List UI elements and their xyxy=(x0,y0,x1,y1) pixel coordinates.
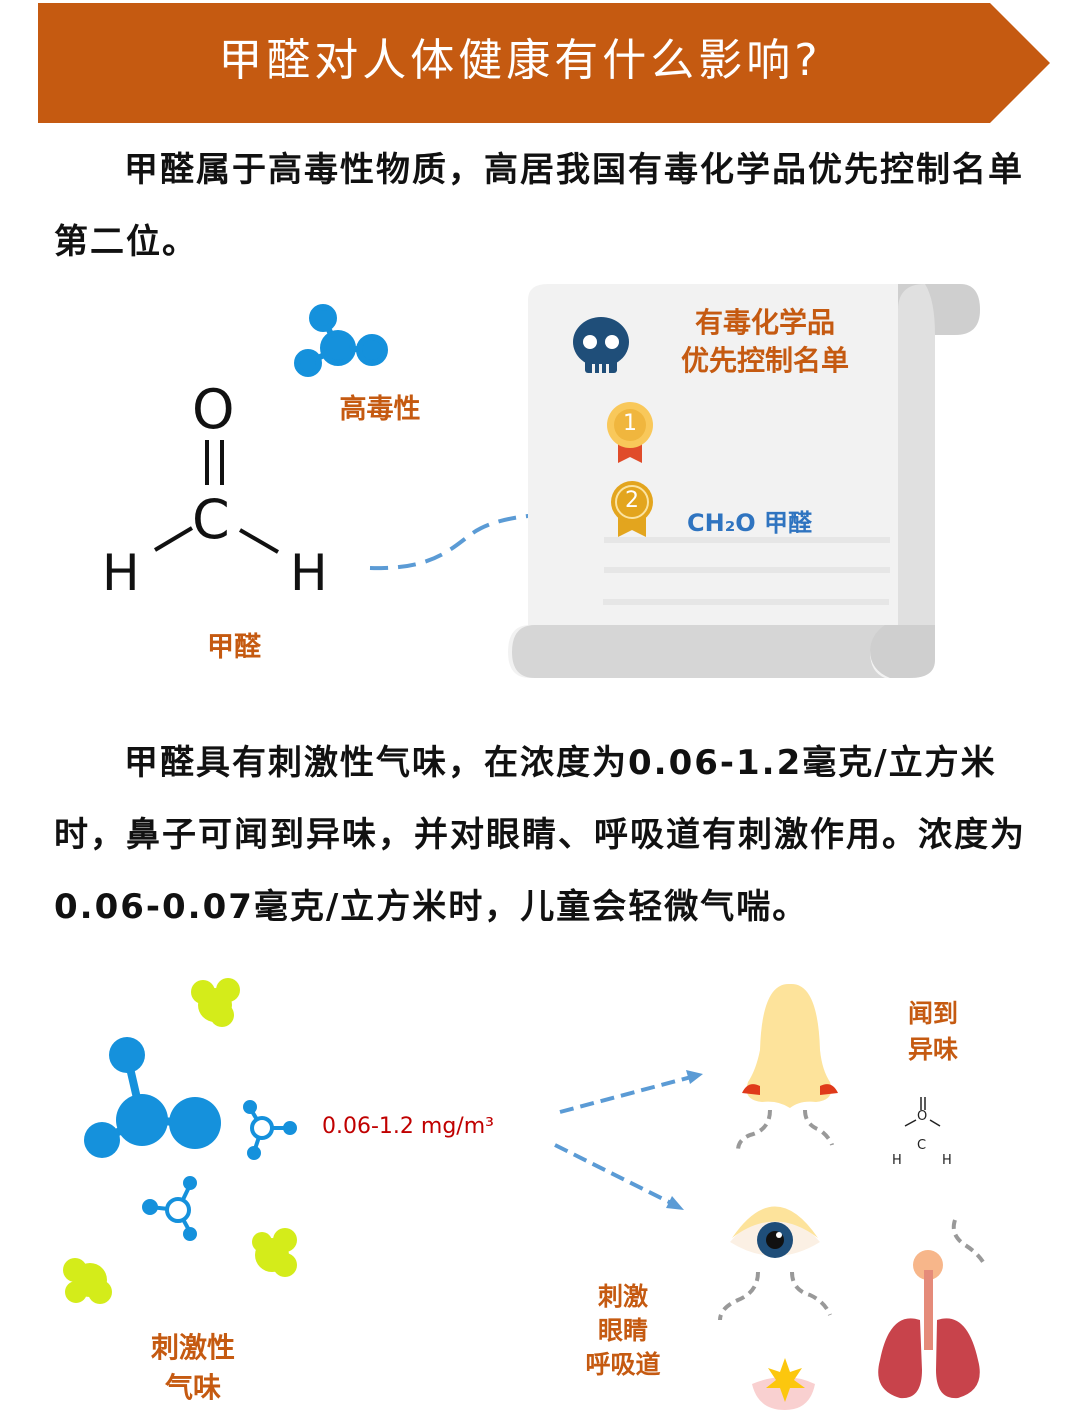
smell-label: 闻到 异味 xyxy=(893,996,973,1068)
dashed-arrow-icon xyxy=(369,512,561,571)
scroll-entry: CH₂O 甲醛 xyxy=(687,509,812,537)
scroll-title-line2: 优先控制名单 xyxy=(680,344,849,377)
effects-paragraph: 甲醛具有刺激性气味，在浓度为0.06-1.2毫克/立方米时，鼻子可闻到异味，并对… xyxy=(54,727,1064,943)
irritant-label-line1: 刺激性 xyxy=(150,1331,235,1364)
page-title: 甲醛对人体健康有什么影响? xyxy=(218,35,822,86)
rank-2: 2 xyxy=(625,488,639,513)
dashed-arrow-icon xyxy=(559,1074,696,1114)
mini-atom-h-left: H xyxy=(892,1153,902,1168)
skull-icon xyxy=(573,317,629,373)
silver-medal-icon xyxy=(611,481,653,537)
scroll-title-line1: 有毒化学品 xyxy=(694,306,835,339)
gold-medal-icon xyxy=(607,402,653,463)
concentration-label: 0.06-1.2 mg/m³ xyxy=(322,1114,494,1139)
large-molecule-icon xyxy=(84,1037,221,1158)
dashed-arrow-icon xyxy=(554,1143,676,1207)
nose-icon xyxy=(736,983,838,1151)
intro-paragraph: 甲醛属于高毒性物质，高居我国有毒化学品优先控制名单第二位。 xyxy=(54,134,1044,278)
effects-text: 甲醛具有刺激性气味，在浓度为0.06-1.2毫克/立方米时，鼻子可闻到异味，并对… xyxy=(54,743,1026,927)
mini-atom-o: O xyxy=(917,1109,928,1124)
rank-1: 1 xyxy=(623,411,637,436)
irritation-label-line3: 呼吸道 xyxy=(585,1350,661,1379)
title-banner xyxy=(38,3,1050,123)
scroll-icon xyxy=(508,284,980,678)
irritation-label-line1: 刺激 xyxy=(597,1282,648,1311)
atom-c: C xyxy=(192,488,230,551)
scroll-title: 有毒化学品 优先控制名单 xyxy=(650,304,880,380)
mini-atom-c: C xyxy=(917,1138,927,1153)
irritation-label: 刺激 眼睛 呼吸道 xyxy=(573,1280,673,1382)
atom-h-right: H xyxy=(290,544,328,602)
small-molecule-icon xyxy=(142,1176,197,1241)
smell-label-line1: 闻到 xyxy=(907,999,958,1028)
irritation-label-line2: 眼睛 xyxy=(597,1316,648,1345)
effects-illustration xyxy=(63,978,987,1410)
irritant-label-line2: 气味 xyxy=(164,1371,221,1404)
formaldehyde-mini-icon xyxy=(904,1097,941,1127)
toxicity-illustration xyxy=(153,284,980,678)
irritant-smell-label: 刺激性 气味 xyxy=(133,1328,253,1408)
smell-cloud-icon xyxy=(63,978,297,1304)
formaldehyde-structure-icon xyxy=(153,440,280,554)
molecule-icon xyxy=(294,304,388,377)
intro-text: 甲醛属于高毒性物质，高居我国有毒化学品优先控制名单第二位。 xyxy=(54,150,1024,262)
smell-label-line2: 异味 xyxy=(907,1035,958,1064)
throat-irritation-icon xyxy=(752,1358,815,1410)
toxicity-label: 高毒性 xyxy=(339,394,421,425)
lungs-icon xyxy=(878,1219,987,1399)
atom-h-left: H xyxy=(102,544,140,602)
atom-o: O xyxy=(192,378,235,441)
small-molecule-icon xyxy=(243,1100,297,1160)
formaldehyde-label: 甲醛 xyxy=(207,632,261,663)
eye-icon xyxy=(718,1206,832,1321)
mini-atom-h-right: H xyxy=(942,1153,952,1168)
